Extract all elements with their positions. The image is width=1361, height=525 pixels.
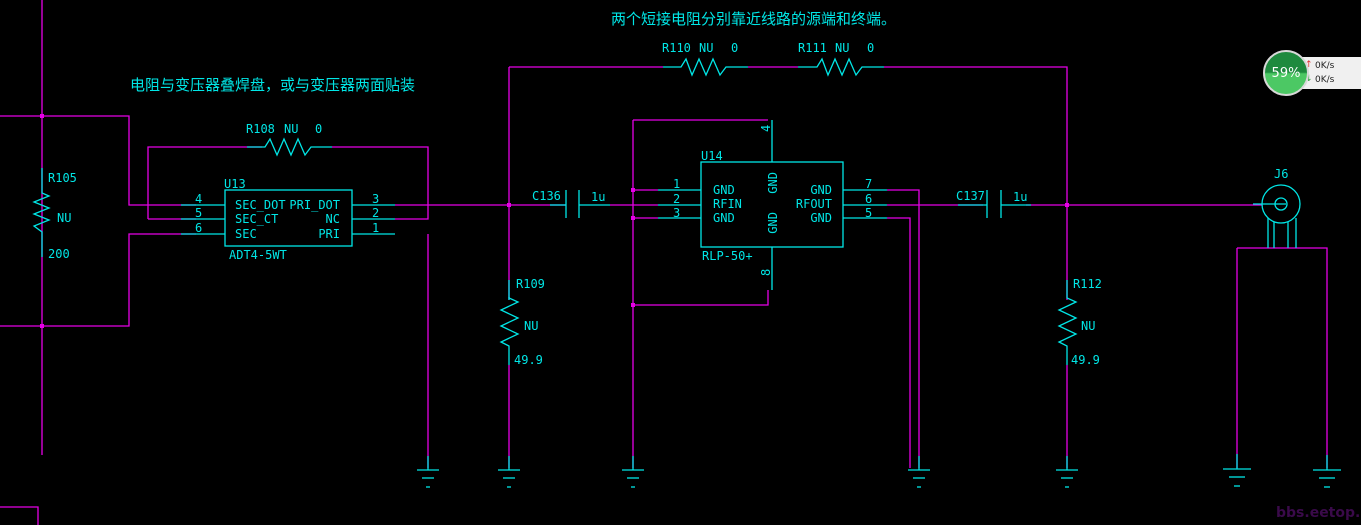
u13-pin-num: 5 (195, 206, 202, 220)
u14-pin-num: 7 (865, 177, 872, 191)
r112-value: 49.9 (1071, 353, 1100, 367)
u13-pin-num: 6 (195, 221, 202, 235)
c136-value: 1u (591, 190, 605, 204)
c137-ref: C137 (956, 189, 985, 203)
u14-pin-num: 1 (673, 177, 680, 191)
u14-pin-num: 2 (673, 192, 680, 206)
r111-mark: NU (835, 41, 849, 55)
u14-pin-name: GND (766, 172, 780, 194)
u13-pin-num: 2 (372, 206, 379, 220)
u14-part: RLP-50+ (702, 249, 753, 263)
capacitor-c136[interactable]: C136 1u (532, 189, 610, 218)
r110-mark: NU (699, 41, 713, 55)
u13-part: ADT4-5WT (229, 248, 287, 262)
u14-pin-num: 4 (759, 125, 773, 132)
main-wires (395, 66, 1328, 468)
r111-ref: R111 (798, 41, 827, 55)
download-arrow-icon: ↓ (1305, 74, 1313, 84)
r105-mark: NU (57, 211, 71, 225)
ground-icon (622, 456, 644, 488)
u13-pin-num: 1 (372, 221, 379, 235)
r108-ref: R108 (246, 122, 275, 136)
u14-pin-name: GND (713, 211, 735, 225)
r108-mark: NU (284, 122, 298, 136)
resistor-r111[interactable]: R111 NU 0 (798, 41, 884, 77)
r109-mark: NU (524, 319, 538, 333)
gauge-percent: 59% (1271, 65, 1301, 81)
u13-pin-name: PRI_DOT (289, 198, 340, 212)
u13-pin-name: PRI (318, 227, 340, 241)
u14-pin-name: GND (713, 183, 735, 197)
resistor-r109[interactable]: R109 NU 49.9 (499, 277, 545, 367)
r105-value: 200 (48, 247, 70, 261)
ground-icon (1056, 456, 1078, 488)
r109-value: 49.9 (514, 353, 543, 367)
r112-ref: R112 (1073, 277, 1102, 291)
u14-pin-name: RFIN (713, 197, 742, 211)
capacitor-c137[interactable]: C137 1u (956, 189, 1031, 218)
resistor-r110[interactable]: R110 NU 0 (662, 41, 748, 77)
connector-j6[interactable]: J6 (1253, 167, 1301, 248)
left-wires (0, 0, 429, 525)
download-speed: 0K/s (1315, 75, 1335, 85)
u14-pin-name: GND (810, 211, 832, 225)
ground-icon (1223, 454, 1251, 487)
r111-value: 0 (867, 41, 874, 55)
u13-pin-name: SEC_CT (235, 212, 278, 226)
u13-pin-name: SEC (235, 227, 257, 241)
u13-pin-name: NC (326, 212, 340, 226)
j6-ref: J6 (1274, 167, 1288, 181)
c136-ref: C136 (532, 189, 561, 203)
top-note: 两个短接电阻分别靠近线路的源端和终端。 (611, 10, 896, 28)
r108-value: 0 (315, 122, 322, 136)
ground-icon (417, 456, 439, 488)
ic-u13[interactable]: U13 ADT4-5WT 4 5 6 SEC_DOT SEC_CT SEC PR… (181, 177, 395, 262)
r112-mark: NU (1081, 319, 1095, 333)
resistor-r112[interactable]: R112 NU 49.9 (1057, 277, 1102, 367)
u14-pin-num: 3 (673, 206, 680, 220)
u14-pin-name: GND (810, 183, 832, 197)
r109-ref: R109 (516, 277, 545, 291)
u13-ref: U13 (224, 177, 246, 191)
u14-pin-num: 5 (865, 206, 872, 220)
u14-pin-num: 8 (759, 269, 773, 276)
resistor-r108[interactable]: R108 NU 0 (246, 122, 332, 157)
upload-arrow-icon: ↑ (1305, 60, 1313, 70)
left-note: 电阻与变压器叠焊盘，或与变压器两面贴装 (130, 76, 415, 94)
watermark: bbs.eetop.cn (1276, 505, 1361, 521)
u13-pin-num: 3 (372, 192, 379, 206)
u14-pin-name: GND (766, 212, 780, 234)
c137-value: 1u (1013, 190, 1027, 204)
ic-u14[interactable]: U14 RLP-50+ 1 2 3 GND RFIN GND GND RFOUT… (658, 120, 887, 290)
ground-icon (498, 456, 520, 488)
ground-icon (1313, 455, 1341, 488)
u14-ref: U14 (701, 149, 723, 163)
network-monitor-widget[interactable]: 59% ↑ 0K/s ↓ 0K/s (1263, 50, 1361, 96)
u13-pin-name: SEC_DOT (235, 198, 286, 212)
u14-pin-name: RFOUT (796, 197, 832, 211)
r110-ref: R110 (662, 41, 691, 55)
ground-icon (908, 456, 930, 488)
resistor-r105[interactable]: R105 NU 200 (32, 168, 77, 261)
u14-pin-num: 6 (865, 192, 872, 206)
u13-pin-num: 4 (195, 192, 202, 206)
upload-speed: 0K/s (1315, 61, 1335, 71)
r110-value: 0 (731, 41, 738, 55)
ground-symbols (417, 454, 1341, 488)
r105-ref: R105 (48, 171, 77, 185)
memory-gauge[interactable]: 59% (1263, 50, 1309, 96)
